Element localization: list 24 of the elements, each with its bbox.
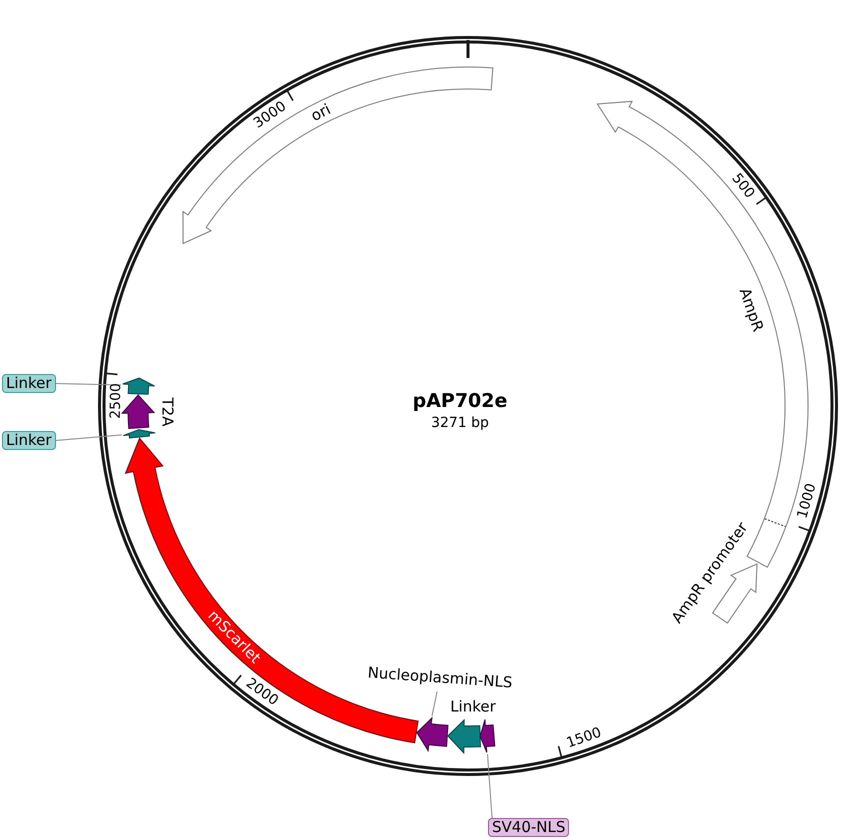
leader-line xyxy=(55,434,122,441)
feature-band xyxy=(415,716,449,752)
feature-label: Linker xyxy=(450,698,496,716)
feature-band xyxy=(121,377,156,396)
feature-band xyxy=(479,718,496,754)
feature-band xyxy=(446,718,482,754)
feature-label: ori xyxy=(308,101,334,125)
feature-label: T2A xyxy=(158,398,176,426)
feature-tag: Linker xyxy=(2,374,56,393)
feature-band xyxy=(121,394,156,430)
feature-label: Nucleoplasmin-NLS xyxy=(367,664,513,692)
plasmid-name: pAP702e xyxy=(412,390,508,412)
position-label: 2500 xyxy=(108,383,124,419)
feature-band xyxy=(122,428,157,439)
plasmid-size: 3271 bp xyxy=(431,415,489,431)
position-label: 1500 xyxy=(564,724,604,752)
feature-tag: Linker xyxy=(2,431,56,450)
feature-label: AmpR xyxy=(736,286,766,334)
position-label: 1000 xyxy=(794,482,820,521)
feature-tag: SV40-NLS xyxy=(488,818,570,837)
leader-line xyxy=(487,754,493,818)
leader-line xyxy=(55,383,122,386)
feature-band xyxy=(181,66,494,245)
leader-line xyxy=(432,691,438,716)
